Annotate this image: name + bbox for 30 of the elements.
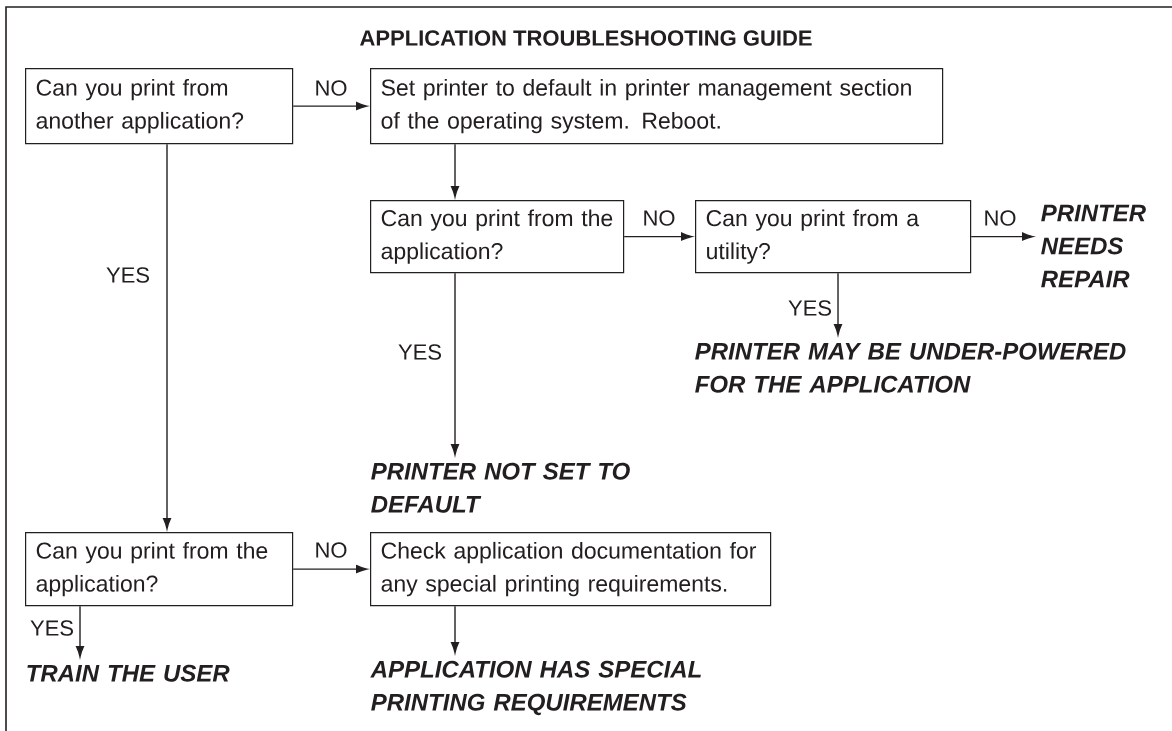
arrow — [450, 605, 460, 654]
outcome-text: PRINTER NEEDS REPAIR — [1041, 204, 1146, 288]
arrow — [162, 143, 172, 530]
arrow — [75, 605, 85, 658]
outcome-text: PRINTER MAY BE UNDER-POWERED FOR THE APPLICATION — [695, 342, 1126, 393]
edge-label: NO — [313, 541, 349, 559]
edge-label: NO — [313, 79, 349, 97]
edge-label: YES — [787, 299, 833, 317]
arrow — [292, 565, 368, 574]
arrow — [292, 102, 368, 111]
outcome-text: TRAIN THE USER — [27, 664, 230, 682]
edge-label: NO — [641, 209, 677, 227]
process-box: Can you print from another application? — [25, 68, 294, 145]
process-box: Set printer to default in printer management section of the operating system. Reboot. — [370, 68, 944, 145]
edge-label: NO — [982, 209, 1018, 227]
arrow — [450, 272, 460, 456]
outcome-text: PRINTER NOT SET TO DEFAULT — [371, 462, 630, 513]
process-box: Can you print from the application? — [370, 200, 625, 274]
process-box: Can you print from a utility? — [695, 200, 972, 274]
arrow — [623, 232, 693, 241]
arrow — [970, 232, 1034, 241]
arrow — [450, 143, 460, 198]
edge-label: YES — [29, 619, 75, 637]
edge-label: YES — [105, 266, 151, 284]
arrow — [833, 272, 843, 336]
process-box: Check application documentation for any special printing requirements. — [370, 532, 772, 607]
process-box: Can you print from the application? — [25, 532, 294, 607]
edge-label: YES — [397, 343, 443, 361]
outcome-text: APPLICATION HAS SPECIAL PRINTING REQUIREMENTS — [370, 660, 701, 716]
title: APPLICATION TROUBLESHOOTING GUIDE — [360, 30, 812, 46]
